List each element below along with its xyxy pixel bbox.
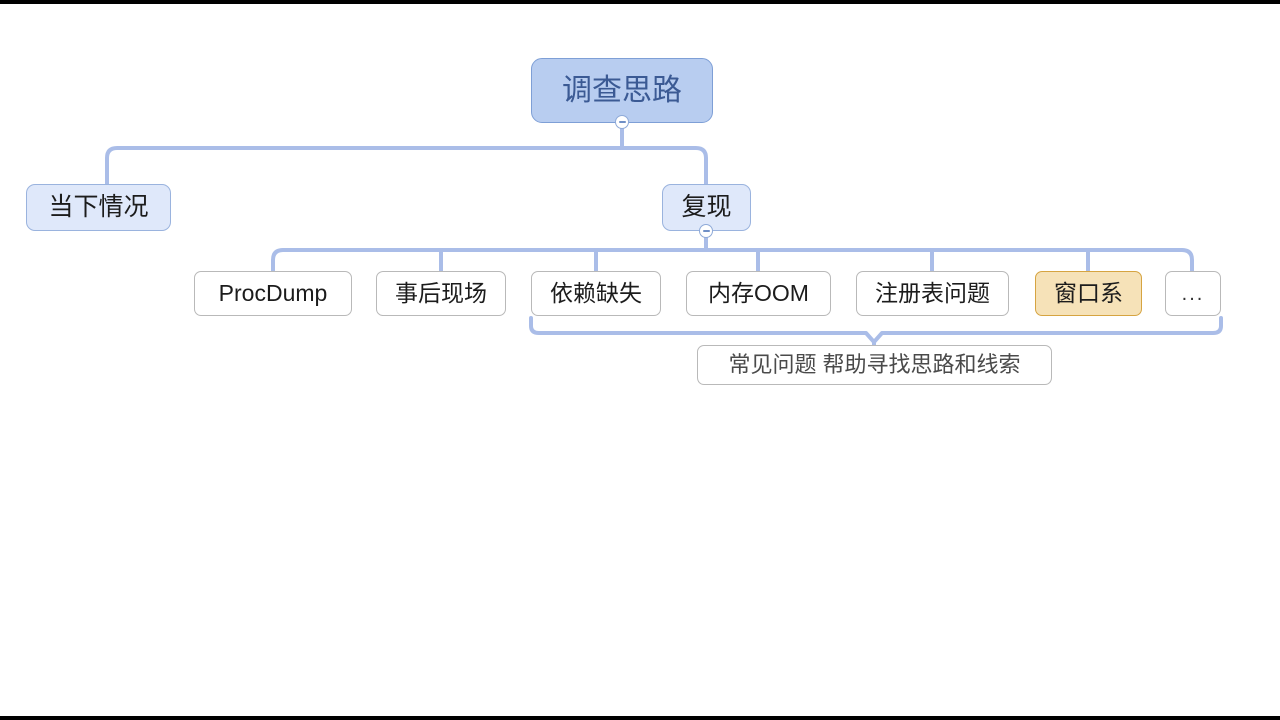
node-branch-current-situation-label: 当下情况 xyxy=(48,193,149,221)
node-leaf-post-mortem-scene-label: 事后现场 xyxy=(395,280,487,306)
collapse-handle-root[interactable] xyxy=(615,115,629,129)
node-leaf-memory-oom[interactable]: 内存OOM xyxy=(686,271,831,316)
node-leaf-registry-issue[interactable]: 注册表问题 xyxy=(856,271,1009,316)
node-leaf-more[interactable]: ... xyxy=(1165,271,1221,316)
node-leaf-missing-dependency[interactable]: 依赖缺失 xyxy=(531,271,661,316)
node-leaf-procdump-label: ProcDump xyxy=(218,280,328,306)
node-leaf-procdump[interactable]: ProcDump xyxy=(194,271,352,316)
bottom-edge-bar xyxy=(0,716,1280,720)
minus-icon xyxy=(618,121,626,123)
node-leaf-window-system[interactable]: 窗口系 xyxy=(1035,271,1142,316)
node-branch-current-situation[interactable]: 当下情况 xyxy=(26,184,171,231)
edge-root-to-current xyxy=(105,146,624,194)
collapse-handle-reproduce[interactable] xyxy=(699,224,713,238)
edge-children-bus xyxy=(271,248,1194,274)
top-edge-bar xyxy=(0,0,1280,4)
node-leaf-memory-oom-label: 内存OOM xyxy=(708,280,809,306)
node-leaf-post-mortem-scene[interactable]: 事后现场 xyxy=(376,271,506,316)
node-root-label: 调查思路 xyxy=(562,73,682,107)
minus-icon xyxy=(702,230,710,232)
node-leaf-missing-dependency-label: 依赖缺失 xyxy=(550,280,642,306)
node-summary-note-label: 常见问题 帮助寻找思路和线索 xyxy=(728,352,1021,377)
node-summary-note[interactable]: 常见问题 帮助寻找思路和线索 xyxy=(697,345,1052,385)
node-leaf-window-system-label: 窗口系 xyxy=(1054,280,1123,306)
node-leaf-registry-issue-label: 注册表问题 xyxy=(875,280,990,306)
edge-summary-brace xyxy=(529,316,1223,344)
node-leaf-more-label: ... xyxy=(1181,282,1205,305)
node-root[interactable]: 调查思路 xyxy=(531,58,713,123)
node-branch-reproduce-label: 复现 xyxy=(681,193,732,221)
